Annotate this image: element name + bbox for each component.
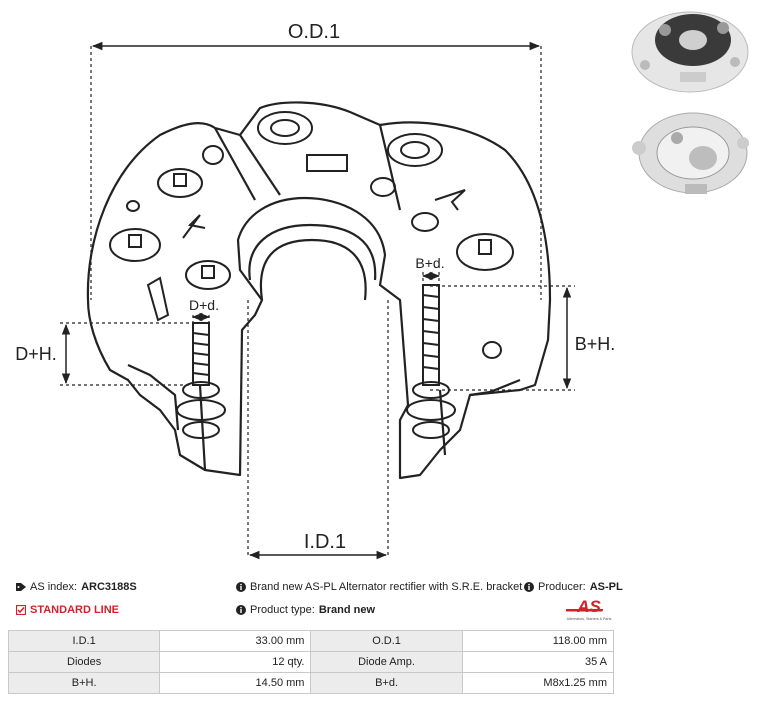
product-type-value: Brand new — [318, 604, 376, 616]
product-type-label: Product type: — [250, 604, 315, 616]
product-photo-top — [631, 11, 749, 93]
technical-drawing: O.D.1 I.D.1 D+H. B+H. D+d. B+d. — [15, 21, 616, 560]
as-index-row: AS index: ARC3188S — [16, 581, 137, 593]
logo-mark: AS — [576, 597, 601, 616]
product-line-row: STANDARD LINE — [16, 604, 119, 616]
spec-table: I.D.1 33.00 mm O.D.1 118.00 mm Diodes 12… — [7, 630, 615, 694]
spec-label: O.D.1 — [310, 630, 463, 652]
dim-label-od: O.D.1 — [288, 21, 340, 43]
spec-value: 12 qty. — [159, 651, 312, 673]
producer-value: AS-PL — [589, 581, 623, 593]
spec-value: 33.00 mm — [159, 630, 312, 652]
spec-label: I.D.1 — [7, 630, 161, 652]
info-icon — [236, 605, 246, 615]
producer-label: Producer: — [538, 581, 586, 593]
spec-value: M8x1.25 mm — [461, 672, 615, 694]
spec-label: B+d. — [310, 672, 463, 694]
dimension-arrows — [61, 41, 572, 560]
dimension-lines — [60, 46, 575, 555]
info-icon — [524, 582, 534, 592]
info-icon — [236, 582, 246, 592]
spec-label: B+H. — [7, 672, 161, 694]
brand-logo: AS Alternators, Starters & Parts — [566, 597, 612, 621]
spec-value: 35 A — [461, 651, 615, 673]
spec-label: Diodes — [7, 651, 161, 673]
table-row: I.D.1 33.00 mm O.D.1 118.00 mm — [7, 630, 615, 652]
dim-label-dd: D+d. — [189, 297, 219, 313]
product-photo-bottom — [632, 112, 749, 194]
description-row: Brand new AS-PL Alternator rectifier wit… — [236, 581, 522, 593]
as-index-value: ARC3188S — [81, 581, 137, 593]
dim-label-dh: D+H. — [15, 344, 57, 364]
spec-value: 118.00 mm — [461, 630, 615, 652]
rectifier-outline — [86, 101, 552, 480]
as-index-label: AS index: — [30, 581, 78, 593]
table-row: Diodes 12 qty. Diode Amp. 35 A — [7, 651, 615, 673]
plate-features — [109, 111, 514, 359]
product-line: STANDARD LINE — [30, 604, 120, 616]
product-type-row: Product type: Brand new — [236, 604, 375, 616]
checkbox-icon — [16, 605, 26, 615]
producer-row: Producer: AS-PL — [524, 581, 623, 593]
bolt-right — [406, 284, 456, 439]
bolt-left — [176, 322, 226, 439]
tag-icon — [16, 583, 26, 591]
logo-tagline: Alternators, Starters & Parts — [567, 617, 612, 621]
dim-label-id: I.D.1 — [304, 531, 346, 553]
spec-label: Diode Amp. — [310, 651, 463, 673]
product-description: Brand new AS-PL Alternator rectifier wit… — [250, 581, 523, 593]
dim-label-bd: B+d. — [415, 255, 444, 271]
spec-value: 14.50 mm — [159, 672, 312, 694]
table-row: B+H. 14.50 mm B+d. M8x1.25 mm — [7, 672, 615, 694]
dim-label-bh: B+H. — [575, 334, 616, 354]
